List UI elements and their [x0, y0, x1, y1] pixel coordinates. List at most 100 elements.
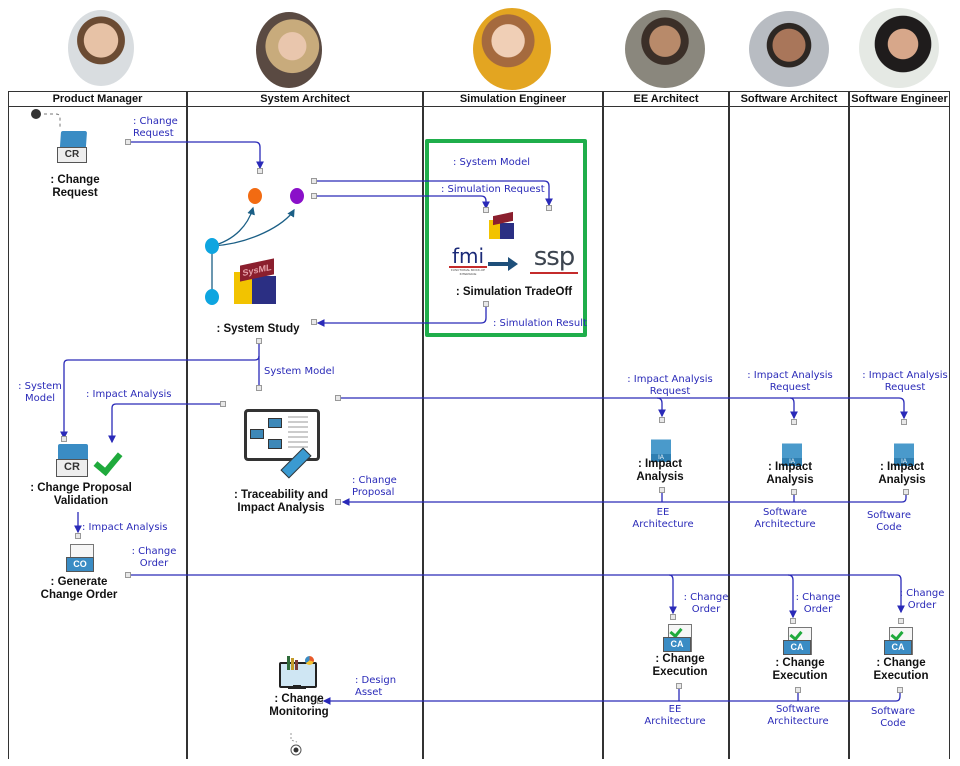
node-traceability-impact-analysis[interactable]: : Traceability and Impact Analysis [234, 489, 328, 514]
lane-divider [602, 91, 604, 759]
pin [670, 614, 676, 620]
lane-header-software-engineer: Software Engineer [849, 91, 950, 107]
label-ia-request-se: : Impact Analysis Request [862, 370, 948, 393]
label-software-architecture-ia: Software Architecture [754, 507, 816, 530]
label-software-architecture-ce: Software Architecture [767, 704, 829, 727]
pin [335, 395, 341, 401]
ssp-logo-icon: ssp [530, 244, 578, 278]
change-execution-icon-ee[interactable]: CA [663, 624, 693, 652]
lane-header-system-architect: System Architect [187, 91, 423, 107]
pin [125, 139, 131, 145]
wire-change-request [131, 141, 264, 170]
change-monitoring-icon[interactable] [279, 656, 317, 690]
ca-badge: CA [783, 640, 811, 655]
wire-change-proposal [341, 494, 907, 506]
pin [546, 205, 552, 211]
cr-badge: CR [57, 147, 87, 163]
lane-divider [422, 91, 424, 759]
label-impact-analysis-pm: : Impact Analysis [86, 389, 172, 400]
sysml-logo-icon: SysML [234, 258, 278, 306]
ia-badge: IA [658, 455, 664, 461]
node-change-proposal-validation[interactable]: : Change Proposal Validation [30, 482, 132, 507]
tree-node-blue [205, 289, 219, 305]
avatar-software-architect [749, 11, 829, 87]
pin [901, 419, 907, 425]
node-change-request[interactable]: : Change Request [50, 174, 100, 199]
pin [483, 301, 489, 307]
tree-node-purple [290, 188, 304, 204]
wire-system-model-sim [316, 180, 553, 207]
pin [791, 489, 797, 495]
node-change-execution-ee[interactable]: : Change Execution [652, 653, 708, 678]
node-impact-analysis-se[interactable]: : Impact Analysis [878, 461, 926, 486]
cr-badge: CR [56, 459, 88, 477]
ssp-logo-text: ssp [533, 242, 576, 272]
fmi-logo-subtitle: FUNCTIONAL MOCK-UP INTERFACE [450, 268, 486, 276]
wire-ia-request [340, 397, 908, 420]
label-ia-request-sa: : Impact Analysis Request [747, 370, 833, 393]
wire-design-asset [322, 688, 901, 705]
label-system-model-pm: : System Model [18, 381, 62, 404]
change-proposal-icon[interactable]: CR [56, 444, 123, 478]
node-change-monitoring[interactable]: : Change Monitoring [269, 693, 329, 718]
pin [256, 385, 262, 391]
label-change-order-pm: : Change Order [131, 546, 177, 569]
pin [311, 193, 317, 199]
node-change-execution-se[interactable]: : Change Execution [873, 657, 929, 682]
ia-badge: IA [901, 459, 907, 465]
node-impact-analysis-ee[interactable]: : Impact Analysis [636, 458, 684, 483]
change-order-icon[interactable]: CO [66, 544, 94, 572]
tree-branch [211, 206, 255, 247]
node-simulation-tradeoff[interactable]: : Simulation TradeOff [455, 286, 573, 298]
node-impact-analysis-sa[interactable]: : Impact Analysis [766, 461, 814, 486]
pin [898, 618, 904, 624]
wire-simulation-result [316, 307, 487, 327]
pin [795, 687, 801, 693]
change-request-icon[interactable]: CR [57, 131, 89, 165]
label-change-proposal: : Change Proposal [352, 475, 397, 498]
pin [659, 487, 665, 493]
change-execution-icon-sa[interactable]: CA [783, 627, 813, 655]
pin [659, 417, 665, 423]
simulation-highlight-box [425, 139, 587, 337]
label-change-request: : Change Request [133, 116, 178, 139]
node-system-study[interactable]: : System Study [216, 323, 300, 335]
sysml-small-logo-icon [489, 211, 515, 240]
lane-header-simulation-engineer: Simulation Engineer [423, 91, 603, 107]
ca-badge: CA [663, 637, 691, 652]
avatar-system-architect [256, 12, 322, 88]
avatar-product-manager [68, 10, 134, 86]
impact-analysis-icon-ee[interactable]: IA [651, 428, 671, 462]
wire-co-sa [787, 574, 797, 619]
swimlane-frame [8, 91, 950, 759]
lane-divider [848, 91, 850, 759]
tree-node-blue [205, 238, 219, 254]
ca-badge: CA [884, 640, 912, 655]
avatar-software-engineer [859, 8, 939, 88]
wire-co-ee [668, 574, 677, 615]
wire-ia-request-ee [656, 397, 666, 418]
fmi-logo-icon: fmi FUNCTIONAL MOCK-UP INTERFACE [449, 246, 487, 278]
pin [125, 572, 131, 578]
change-execution-icon-se[interactable]: CA [884, 627, 914, 655]
node-change-execution-sa[interactable]: : Change Execution [772, 657, 828, 682]
node-generate-change-order[interactable]: : Generate Change Order [40, 576, 118, 601]
impact-analysis-icon-se[interactable]: IA [894, 432, 914, 466]
label-ee-architecture-ia: EE Architecture [632, 507, 694, 530]
lane-header-software-architect: Software Architect [729, 91, 849, 107]
wire-ia-request-sa [789, 397, 798, 420]
pin [676, 683, 682, 689]
tree-branch [211, 208, 295, 247]
pin [311, 319, 317, 325]
impact-analysis-icon-sa[interactable]: IA [782, 432, 802, 466]
label-software-code-ia: Software Code [866, 510, 912, 533]
wire-change-order [131, 574, 905, 614]
label-change-order-sa: : Change Order [795, 592, 841, 615]
pin [791, 419, 797, 425]
tree-node-orange [248, 188, 262, 204]
co-badge: CO [66, 557, 94, 572]
traceability-icon[interactable] [244, 409, 320, 479]
wire-simulation-request [316, 195, 490, 210]
initial-node [31, 109, 41, 119]
label-ia-request-ee: : Impact Analysis Request [627, 374, 713, 397]
